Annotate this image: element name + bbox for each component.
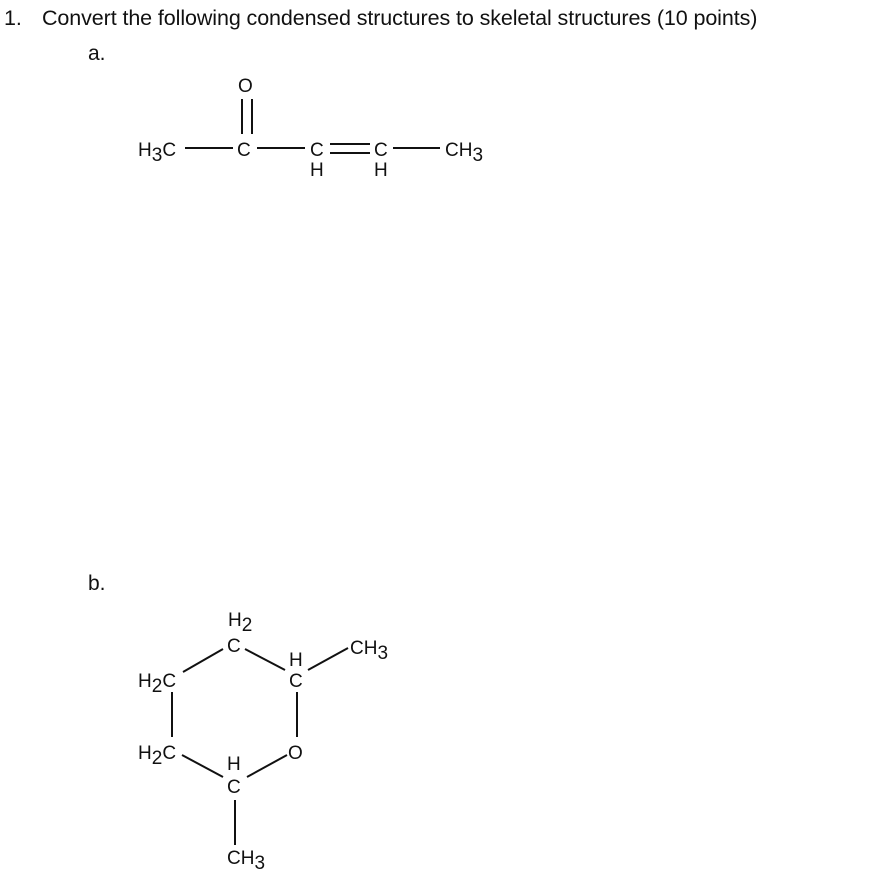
atom-alkene-c1: C bbox=[310, 140, 324, 161]
atom-h2c-lower: H2C bbox=[138, 743, 176, 769]
bond bbox=[244, 648, 286, 671]
atom-carbonyl-o: O bbox=[238, 76, 253, 97]
atom-c-bottom: C bbox=[227, 777, 241, 798]
atom-h2c-upper: H2C bbox=[138, 671, 176, 697]
atom-alkene-h1: H bbox=[310, 160, 324, 181]
atom-h-right: H bbox=[289, 650, 303, 671]
atom-h2-top: H2 bbox=[228, 610, 252, 636]
atom-h3c: H3C bbox=[138, 140, 176, 166]
bond bbox=[307, 647, 349, 671]
atom-alkene-h2: H bbox=[374, 160, 388, 181]
atom-carbonyl-c: C bbox=[237, 140, 251, 161]
part-a-label: a. bbox=[88, 42, 106, 65]
bond bbox=[246, 754, 288, 778]
structure-a: H3C C O C H C H CH3 bbox=[138, 76, 483, 181]
atom-ch3-right: CH3 bbox=[445, 140, 483, 166]
question-number: 1. bbox=[4, 6, 22, 30]
question-1: 1. Convert the following condensed struct… bbox=[4, 6, 757, 31]
structure-b: H2 C H2C H C CH3 O H2C H C CH3 bbox=[138, 610, 388, 874]
atom-c-right: C bbox=[289, 671, 303, 692]
question-text: Convert the following condensed structur… bbox=[42, 6, 758, 30]
atom-alkene-c2: C bbox=[374, 140, 388, 161]
atom-o-ring: O bbox=[288, 743, 303, 764]
bond bbox=[181, 754, 224, 778]
atom-ch3-right: CH3 bbox=[350, 638, 388, 664]
atom-ch3-bottom: CH3 bbox=[227, 848, 265, 874]
atom-h-bottom: H bbox=[227, 754, 241, 775]
part-b-label: b. bbox=[88, 572, 106, 595]
bond bbox=[182, 648, 224, 673]
atom-c-top: C bbox=[227, 636, 241, 657]
